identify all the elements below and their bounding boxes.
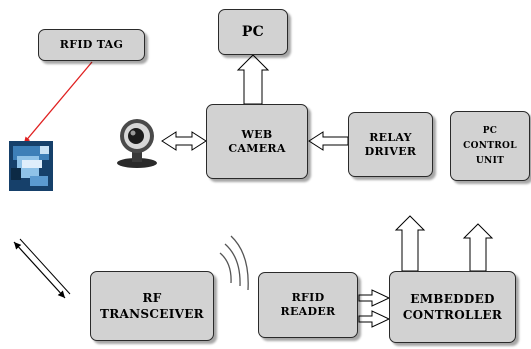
controller-output-arrow-2 [462, 223, 494, 272]
camera-link-arrow [161, 131, 207, 151]
web-camera-block: WEB CAMERA [206, 104, 308, 179]
tag-pointer-line [23, 61, 93, 144]
relay-to-camera-arrow [308, 131, 349, 151]
pc-control-unit-block: PC CONTROL UNIT [450, 111, 530, 181]
webcam-icon [117, 119, 157, 168]
reader-to-controller-arrow-2 [358, 310, 391, 328]
rfid-tag-block: RFID TAG [38, 29, 145, 61]
radio-wave-icon [219, 235, 249, 291]
rfid-reader-block: RFID READER [258, 272, 358, 338]
wireless-link-arrow [13, 241, 66, 299]
relay-driver-block: RELAY DRIVER [348, 112, 433, 177]
pc-block: PC [218, 9, 288, 55]
rf-transceiver-block: RF TRANSCEIVER [90, 271, 214, 341]
wireless-link-arrow-line [19, 238, 71, 295]
controller-output-arrow-1 [394, 215, 426, 272]
camera-to-pc-arrow [236, 54, 270, 105]
rfid-tag-card-icon [9, 141, 53, 191]
reader-to-controller-arrow-1 [358, 289, 391, 307]
embedded-controller-block: EMBEDDED CONTROLLER [389, 271, 516, 343]
